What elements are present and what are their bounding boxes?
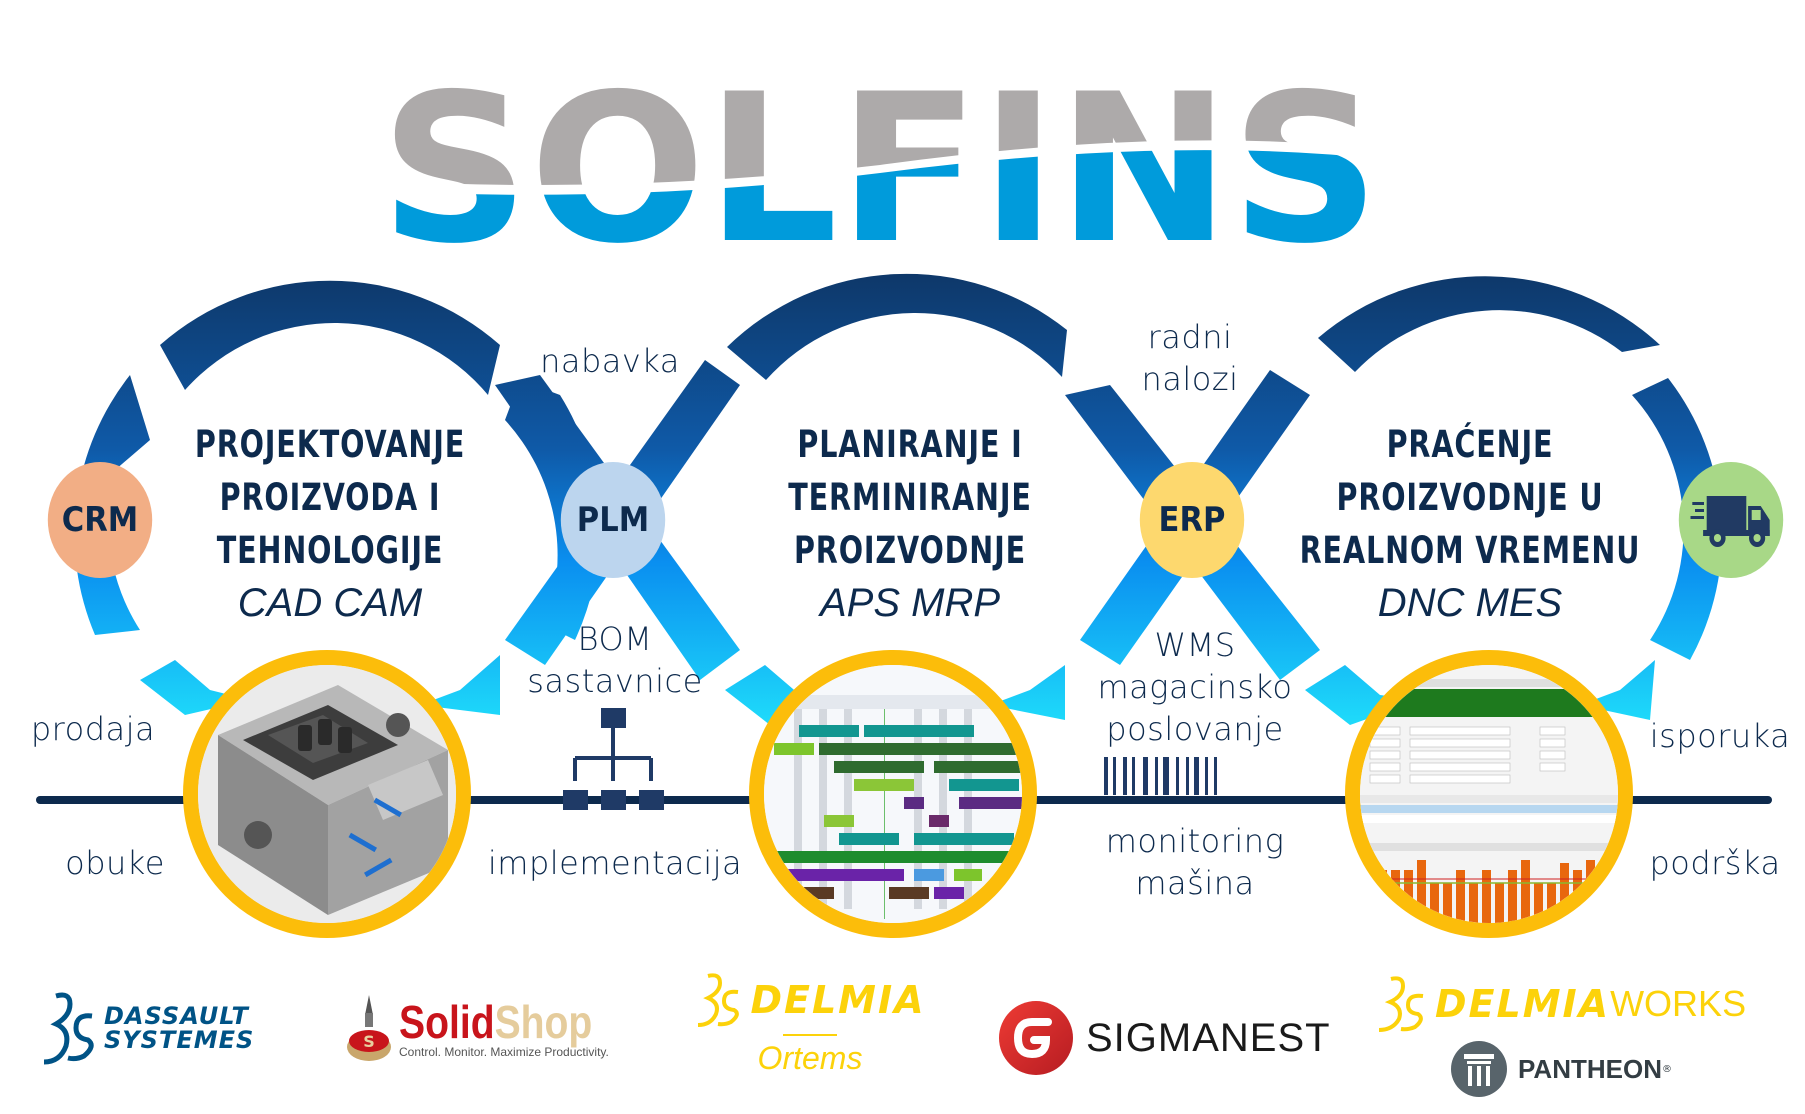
delmia-brand: DELMIA (750, 978, 926, 1022)
sigmanest-name: SIGMANEST (1086, 1015, 1331, 1060)
solfins-logo: SOLFINS SOLFINS (380, 55, 1380, 245)
solidshop-part1: Solid (399, 996, 495, 1048)
stage-2-heading: PLANIRANJE I TERMINIRANJE PROIZVODNJE (788, 423, 1032, 572)
pantheon-logo: PANTHEON® (1450, 1040, 1672, 1098)
label-isporuka: isporuka (1649, 717, 1791, 755)
label-implementacija: implementacija (487, 844, 743, 882)
label-nabavka: nabavka (540, 342, 680, 380)
3ds-mark-icon (698, 973, 740, 1027)
label-podrska: podrška (1649, 844, 1781, 882)
svg-text:S: S (363, 1032, 375, 1051)
aps-gantt-schedule-image (764, 665, 1022, 923)
label-bom: BOM sastavnice (527, 620, 703, 700)
dassault-line2: SYSTEMES (104, 1026, 255, 1054)
pantheon-registered-mark: ® (1661, 1063, 1672, 1075)
delmiaworks-logo: DELMIA WORKS (1375, 975, 1746, 1033)
label-wms: WMS magacinsko poslovanje (1097, 626, 1293, 748)
bom-hierarchy-icon (563, 708, 664, 810)
cad-mold-render-image (198, 665, 456, 923)
solidshop-tagline: Control. Monitor. Maximize Productivity. (399, 1045, 609, 1059)
stage-3-subtitle: DNC MES (1377, 581, 1563, 625)
delmia-ortems-logo: DELMIA Ortems (680, 972, 940, 1077)
3ds-mark-icon (43, 992, 94, 1065)
label-obuke: obuke (65, 844, 165, 882)
plm-label: PLM (576, 500, 650, 540)
ortems-product: Ortems (757, 1040, 863, 1076)
pantheon-column-icon (1451, 1041, 1507, 1097)
dassault-systemes-logo: DASSAULT SYSTEMES (40, 990, 254, 1066)
barcode-icon (1104, 757, 1217, 795)
stage-3-heading: PRAĆENJE PROIZVODNJE U REALNOM VREMENU (1299, 423, 1641, 572)
crm-hub: CRM (47, 462, 153, 578)
stage-2-subtitle: APS MRP (819, 581, 1001, 625)
sigmanest-logo: SIGMANEST (998, 1000, 1331, 1076)
erp-label: ERP (1158, 500, 1226, 540)
solidshop-part2: Shop (494, 996, 593, 1048)
3ds-mark-icon (1378, 976, 1424, 1032)
sigmanest-mark-icon (999, 1001, 1073, 1075)
solidshop-logo: S SolidShop Control. Monitor. Maximize P… (345, 995, 626, 1063)
pantheon-name: PANTHEON (1518, 1053, 1662, 1084)
mes-dashboard-image (1360, 665, 1618, 923)
aps-gantt-photo (749, 650, 1037, 938)
cad-mold-photo (183, 650, 471, 938)
stage-1-title: PROJEKTOVANJE PROIZVODA I TEHNOLOGIJE CA… (140, 418, 520, 629)
label-prodaja: prodaja (30, 710, 156, 748)
crm-label: CRM (61, 500, 139, 540)
delivery-hub (1678, 462, 1784, 578)
label-monitoring: monitoring mašina (1105, 822, 1285, 902)
delmiaworks-brand: DELMIA (1435, 982, 1611, 1026)
solidshop-spindle-icon: S (347, 995, 391, 1061)
label-radni-nalozi: radni nalozi (1141, 318, 1239, 398)
plm-hub: PLM (560, 462, 666, 578)
dassault-line1: DASSAULT (104, 1002, 249, 1030)
mes-dashboard-photo (1345, 650, 1633, 938)
stage-1-heading: PROJEKTOVANJE PROIZVODA I TEHNOLOGIJE (194, 423, 466, 572)
delivery-truck-icon (1690, 496, 1770, 547)
stage-3-title: PRAĆENJE PROIZVODNJE U REALNOM VREMENU D… (1255, 418, 1685, 629)
delmiaworks-suffix: WORKS (1610, 983, 1747, 1024)
erp-hub: ERP (1139, 462, 1245, 578)
stage-2-title: PLANIRANJE I TERMINIRANJE PROIZVODNJE AP… (720, 418, 1100, 629)
stage-1-subtitle: CAD CAM (237, 581, 423, 625)
